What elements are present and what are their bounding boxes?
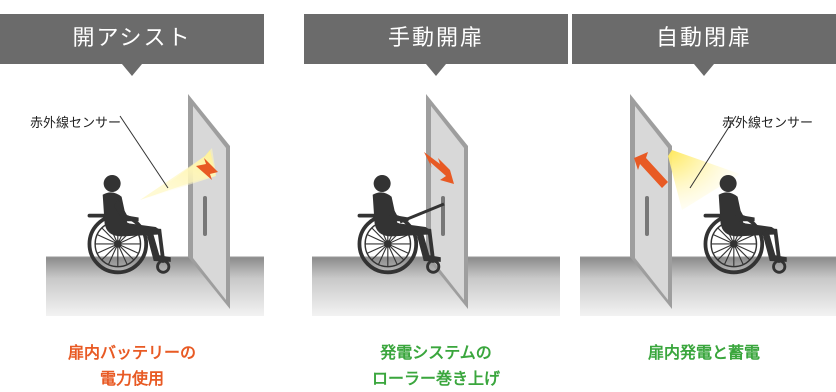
floor — [46, 257, 264, 316]
caption-line-2: ローラー巻き上げ — [371, 369, 500, 388]
caption-line-1: 扉内発電と蓄電 — [647, 343, 760, 362]
sensor-label: 赤外線センサー — [30, 116, 122, 131]
panel-caption: 発電システムの ローラー巻き上げ — [304, 340, 568, 392]
panel-caption: 扉内バッテリーの 電力使用 — [0, 340, 264, 392]
manual-open-illustration — [312, 94, 560, 316]
auto-close-illustration — [580, 94, 836, 316]
panel-caption: 扉内発電と蓄電 — [572, 340, 836, 366]
floor — [580, 257, 836, 316]
panel-manual-open: 手動開扉 発電システムの ローラー巻き上げ — [304, 0, 568, 392]
panel-title: 自動閉扉 — [572, 14, 836, 64]
panel-auto-close: 自動閉扉 赤外線センサー 扉内発電と蓄電 — [572, 0, 836, 392]
open-assist-illustration — [46, 94, 264, 316]
panel-title: 手動開扉 — [304, 14, 568, 64]
title-pointer — [122, 64, 142, 76]
title-pointer — [694, 64, 714, 76]
open-arrow-icon — [196, 158, 218, 180]
title-pointer — [426, 64, 446, 76]
sensor-beam — [668, 150, 740, 210]
panel-title: 開アシスト — [0, 14, 264, 64]
sensor-label: 赤外線センサー — [722, 116, 814, 131]
caption-line-1: 扉内バッテリーの — [67, 343, 196, 362]
close-arrow-icon — [634, 152, 668, 188]
panel-open-assist: 開アシスト 赤外線センサー 扉内バッテリーの 電力使用 — [0, 0, 264, 392]
caption-line-1: 発電システムの — [380, 343, 492, 362]
push-arrow-icon — [424, 152, 454, 184]
caption-line-2: 電力使用 — [99, 369, 164, 388]
